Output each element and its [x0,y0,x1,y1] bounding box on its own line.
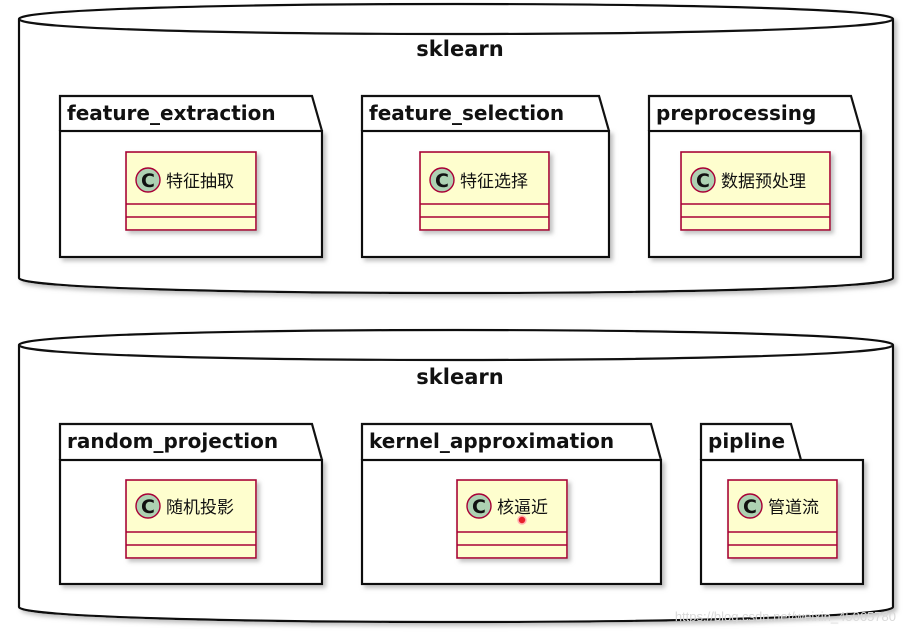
class-box: C 特征选择 [419,151,550,231]
mouse-cursor-icon [517,515,527,525]
database-rim [17,17,895,36]
class-type-letter: C [141,496,155,518]
database-sklearn-bottom: sklearn random_projection C 随机投影 kernel_… [17,328,895,624]
class-name: 特征选择 [460,172,528,192]
package-name: feature_selection [369,101,564,125]
class-name: 特征抽取 [166,172,234,192]
package-name: pipline [708,429,785,453]
package-name: random_projection [67,429,278,453]
package-tab [58,422,324,461]
class-name: 核逼近 [497,498,548,518]
class-type-icon [135,167,161,193]
class-type-letter: C [696,170,710,192]
package-random-projection: random_projection C 随机投影 [58,422,324,586]
package-tab [360,422,663,461]
class-box: C 数据预处理 [680,151,831,231]
class-body [456,479,568,559]
class-name: 随机投影 [166,498,234,518]
class-box: C 管道流 [727,479,838,559]
package-preprocessing: preprocessing C 数据预处理 [647,94,863,259]
class-type-icon [690,167,716,193]
class-body [727,479,838,559]
package-tab [647,94,863,132]
database-rim [17,343,895,362]
package-tab [360,94,611,132]
class-type-letter: C [141,170,155,192]
class-type-icon [466,493,492,519]
package-tab [699,422,803,461]
class-type-icon [737,493,763,519]
class-type-letter: C [472,496,486,518]
package-pipline: pipline C 管道流 [699,422,865,586]
class-box: C 随机投影 [125,479,257,559]
database-sklearn-top: sklearn feature_extraction C 特征抽取 featur… [17,2,895,295]
class-type-icon [135,493,161,519]
package-name: preprocessing [656,101,816,125]
class-box: C 特征抽取 [125,151,257,231]
database-title: sklearn [416,365,503,389]
class-body [125,479,257,559]
package-name: kernel_approximation [369,429,614,453]
database-title: sklearn [416,37,503,61]
class-type-letter: C [743,496,757,518]
package-feature-selection: feature_selection C 特征选择 [360,94,611,259]
class-name: 数据预处理 [721,172,806,192]
class-name: 管道流 [768,498,819,518]
package-tab [58,94,324,132]
class-box: C 核逼近 [456,479,568,559]
package-name: feature_extraction [67,101,276,125]
watermark-text: https://blog.csdn.net/weixin_45065780 [675,609,896,624]
package-kernel-approximation: kernel_approximation C 核逼近 [360,422,663,586]
class-type-letter: C [435,170,449,192]
package-feature-extraction: feature_extraction C 特征抽取 [58,94,324,259]
class-type-icon [429,167,455,193]
